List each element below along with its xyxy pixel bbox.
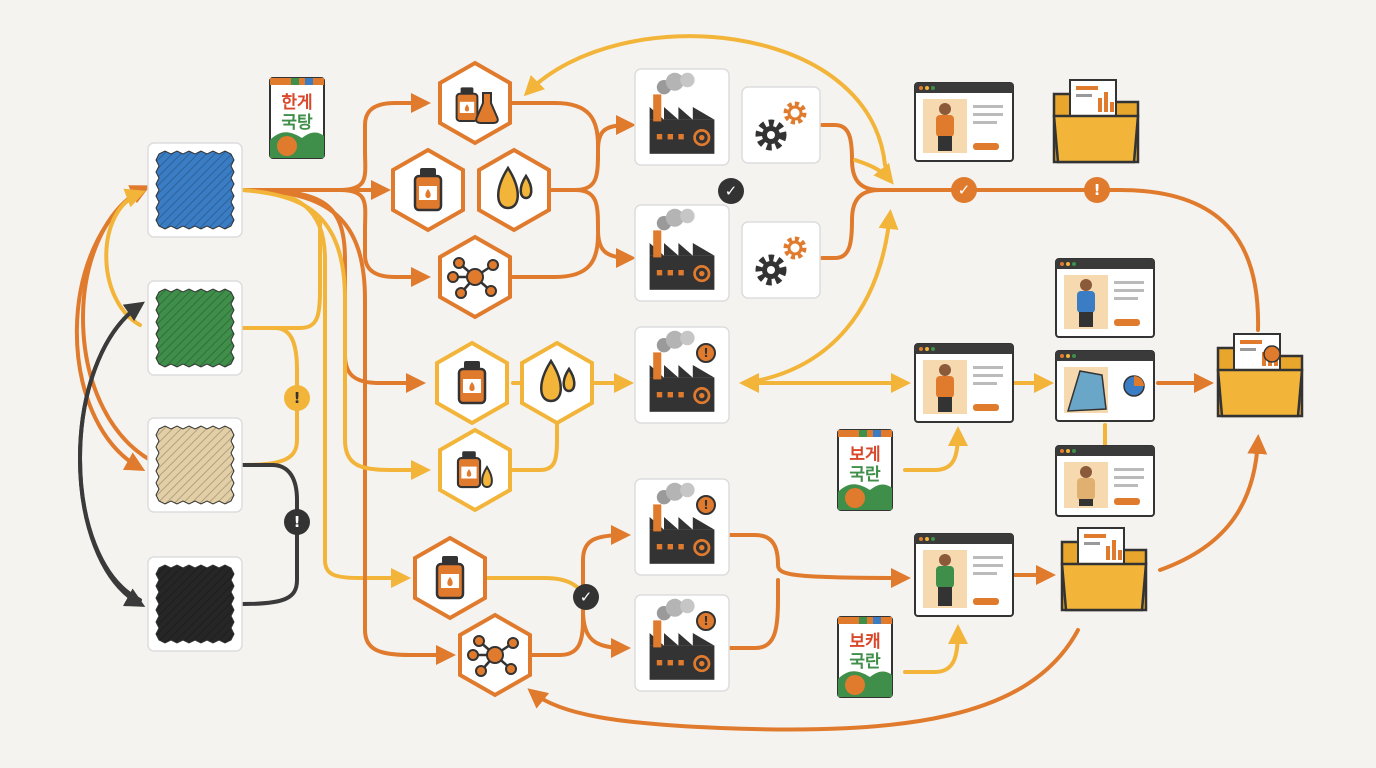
book-title-line1: 보게 <box>849 445 880 465</box>
molecule-hexagon[interactable] <box>438 234 512 320</box>
gears-card[interactable] <box>741 221 821 299</box>
connector <box>726 578 780 650</box>
svg-text:!: ! <box>294 513 301 531</box>
product-catalog-icon[interactable] <box>1055 350 1155 422</box>
connector <box>581 608 631 658</box>
gears-icon <box>759 258 783 282</box>
product-catalog-icon[interactable] <box>1055 445 1155 517</box>
product-catalog-icon[interactable] <box>914 533 1014 617</box>
factory-card[interactable]: ! <box>634 478 730 576</box>
chemical-hexagon[interactable] <box>435 340 509 426</box>
dye-hexagon[interactable] <box>520 340 594 426</box>
connector <box>511 418 559 472</box>
book-title-line2: 국란 <box>849 652 881 672</box>
connector <box>241 218 322 330</box>
connector <box>338 93 431 192</box>
chemical-hexagon[interactable] <box>438 60 512 146</box>
folder-report-icon[interactable] <box>1052 78 1140 164</box>
dye-hexagon[interactable] <box>477 147 551 233</box>
alert-icon: ! <box>284 385 310 411</box>
svg-text:✓: ✓ <box>725 182 738 200</box>
chemical-hexagon[interactable] <box>438 427 512 513</box>
svg-text:!: ! <box>1094 181 1101 199</box>
flask-icon <box>475 92 499 124</box>
chemical-hexagon[interactable] <box>391 147 465 233</box>
alert-icon: ! <box>284 509 310 535</box>
connector <box>241 188 426 393</box>
svg-text:!: ! <box>294 389 301 407</box>
green-fabric-swatch[interactable] <box>147 280 243 376</box>
alert-icon: ! <box>696 611 716 631</box>
check-icon: ✓ <box>718 178 744 204</box>
connector <box>78 303 146 607</box>
folder-report-icon[interactable] <box>1060 526 1148 612</box>
connector <box>1158 434 1268 572</box>
svg-text:!: ! <box>703 614 708 628</box>
connector <box>486 576 585 602</box>
pie-chart-icon <box>1263 345 1281 363</box>
svg-text:✓: ✓ <box>958 181 971 199</box>
connector <box>550 115 636 192</box>
factory-card[interactable] <box>634 204 730 302</box>
alert-icon: ! <box>696 343 716 363</box>
chemical-hexagon[interactable] <box>413 535 487 621</box>
svg-text:!: ! <box>703 346 708 360</box>
connector <box>338 188 431 287</box>
svg-text:✓: ✓ <box>580 588 593 606</box>
connector <box>511 233 600 279</box>
gears-card[interactable] <box>741 86 821 164</box>
book-title-line2: 국란 <box>849 465 881 485</box>
connector <box>820 123 882 192</box>
connector <box>241 188 431 480</box>
connector <box>511 101 600 162</box>
connector <box>104 188 146 327</box>
factory-card[interactable] <box>634 68 730 166</box>
connector <box>903 426 968 472</box>
black-fabric-swatch[interactable] <box>147 556 243 652</box>
connector <box>523 34 887 167</box>
beige-fabric-swatch[interactable] <box>147 417 243 513</box>
book-title-line1: 보캐 <box>849 632 880 652</box>
factories: ! ! ! <box>634 68 730 692</box>
product-catalog-icon[interactable] <box>914 343 1014 423</box>
status-markers: ✓ ✓ ! ! ! ✓ <box>284 177 1110 610</box>
fabric-swatches <box>147 142 243 652</box>
svg-text:!: ! <box>703 498 708 512</box>
connector <box>726 533 911 588</box>
product-catalog-icon[interactable] <box>1055 258 1155 338</box>
dye-drop-icon <box>481 465 493 489</box>
gears-icon <box>759 123 783 147</box>
book-title-line2: 국탕 <box>281 113 313 133</box>
connector <box>878 188 1261 332</box>
product-catalog-icon[interactable] <box>914 82 1014 162</box>
connector <box>550 188 636 268</box>
folder-report-icon[interactable] <box>1216 332 1304 418</box>
check-icon: ✓ <box>573 584 599 610</box>
alert-icon: ! <box>1084 177 1110 203</box>
connector <box>241 463 299 606</box>
factory-card[interactable]: ! <box>634 326 730 424</box>
connector <box>903 624 968 674</box>
alert-icon: ! <box>696 495 716 515</box>
hexagon-nodes <box>391 60 594 698</box>
factory-card[interactable]: ! <box>634 594 730 692</box>
product-catalogs <box>914 82 1155 617</box>
book-title-line1: 한게 <box>281 93 312 113</box>
connector <box>241 188 456 665</box>
blue-fabric-swatch[interactable] <box>147 142 243 238</box>
gear-cards <box>741 86 821 299</box>
check-icon: ✓ <box>951 177 977 203</box>
connector <box>527 628 1080 732</box>
connector <box>853 158 894 185</box>
molecule-hexagon[interactable] <box>458 612 532 698</box>
folders <box>1052 78 1304 612</box>
connector <box>820 188 882 260</box>
connector <box>78 301 145 602</box>
